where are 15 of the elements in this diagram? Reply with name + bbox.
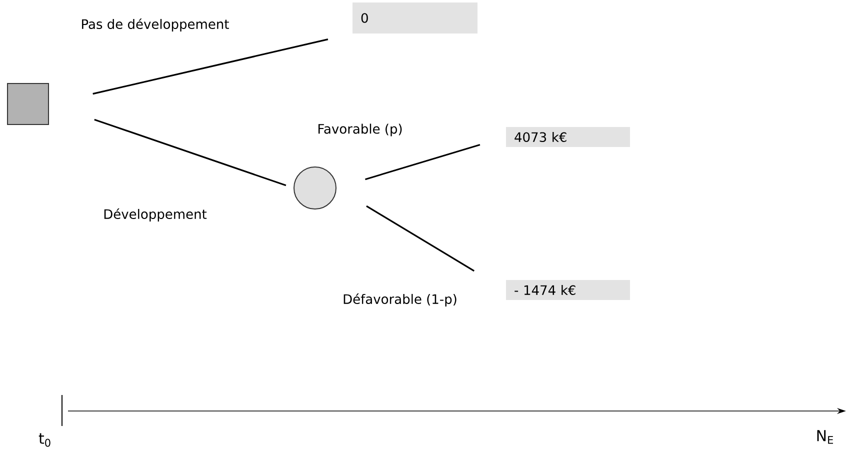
axis-label: t$_{0}$ [38, 433, 50, 447]
branch-line [92, 38, 328, 95]
axis-label: N$_{E}$ [817, 430, 833, 444]
payoff-box: 4073 k€ [506, 127, 630, 147]
chance-circle [294, 166, 336, 210]
payoff-box: - 1474 k€ [506, 280, 630, 300]
branch-label: Favorable (p) [318, 124, 402, 136]
branch-label: Pas de développement [82, 18, 229, 32]
branch-line [365, 144, 480, 180]
branch-line [94, 118, 286, 186]
branch-line [366, 205, 475, 272]
payoff-box: 0 [352, 2, 478, 34]
branch-label: Développement [104, 208, 207, 222]
branch-label: Défavorable (1-p) [344, 293, 456, 307]
decision-square [7, 83, 49, 125]
